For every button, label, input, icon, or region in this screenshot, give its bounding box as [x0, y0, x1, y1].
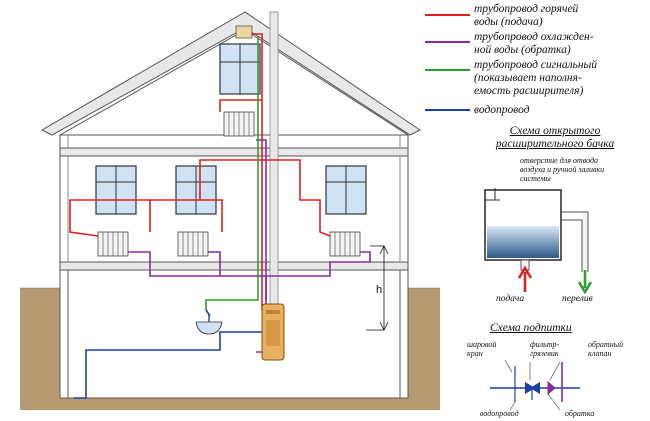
makeup-title: Схема подпитки [490, 322, 572, 334]
makeup-water-label: водопровод [480, 409, 519, 418]
height-indicator [366, 245, 389, 331]
expansion-tank [235, 25, 253, 39]
legend-signal: трубопровод сигнальный(показывает наполн… [474, 59, 598, 97]
overflow-label: перелив [562, 294, 593, 304]
legend-lines [425, 14, 470, 111]
legend-water: водопровод [474, 104, 530, 116]
boiler [261, 303, 285, 361]
makeup-return-label: обратка [565, 409, 595, 418]
overflow-arrow [577, 270, 593, 295]
open-tank-detail [484, 188, 589, 272]
filter-label: фильтр-грязевик [530, 340, 560, 358]
legend-cold: трубопровод охлажден-ной воды (обратка) [474, 31, 594, 56]
chimney [269, 11, 279, 305]
supply-label: подача [496, 294, 525, 304]
sink [195, 321, 223, 335]
makeup-detail [490, 359, 580, 411]
signal-pipe [205, 36, 259, 310]
hot-supply-pipes [69, 33, 331, 310]
supply-arrow [517, 265, 533, 292]
height-label: h [376, 284, 383, 296]
